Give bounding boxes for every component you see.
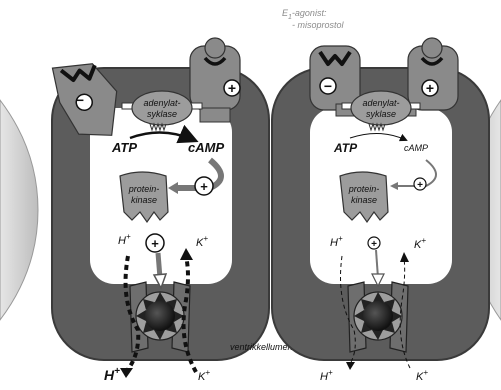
left-pk-label-1: protein-: [128, 184, 160, 194]
left-enzyme-label-2: syklase: [147, 109, 177, 119]
left-parietal-cell: − + adenylat- syklase ATP cAMP + p: [52, 38, 269, 383]
left-pk-label-2: kinase: [131, 195, 157, 205]
left-k-out: K+: [198, 368, 210, 383]
right-inhibit-sign: −: [324, 78, 332, 94]
left-inhibit-sign: −: [76, 92, 84, 108]
right-enzyme-label-1: adenylat-: [362, 98, 399, 108]
left-enzyme-label-1: adenylat-: [143, 98, 180, 108]
right-camp: cAMP: [404, 143, 428, 153]
right-pump-plus: +: [371, 239, 377, 250]
left-atp: ATP: [111, 140, 137, 155]
right-atp: ATP: [333, 141, 358, 155]
right-h-out: H+: [320, 368, 333, 383]
agonist-drug: - misoprostol: [292, 20, 345, 30]
left-stimulate-sign: +: [228, 80, 236, 96]
left-h-arrowhead: [120, 368, 133, 378]
right-k-out: K+: [416, 368, 428, 383]
left-pump-plus: +: [151, 236, 159, 251]
left-pk-plus: +: [200, 179, 208, 194]
right-pk-label-1: protein-: [348, 184, 380, 194]
right-h-arrowhead: [346, 362, 355, 370]
right-enzyme-label-2: syklase: [366, 109, 396, 119]
neighbour-cell-left: [0, 100, 38, 320]
left-h-out: H+: [104, 366, 120, 383]
lumen-label: ventrikkellumen: [230, 342, 293, 352]
right-pk-label-2: kinase: [351, 195, 377, 205]
right-parietal-cell: E1-agonist: - misoprostol − + adenylat-: [272, 8, 489, 383]
right-stimulate-sign: +: [426, 80, 434, 96]
left-camp: cAMP: [188, 140, 224, 155]
right-pk-plus: +: [417, 180, 423, 191]
